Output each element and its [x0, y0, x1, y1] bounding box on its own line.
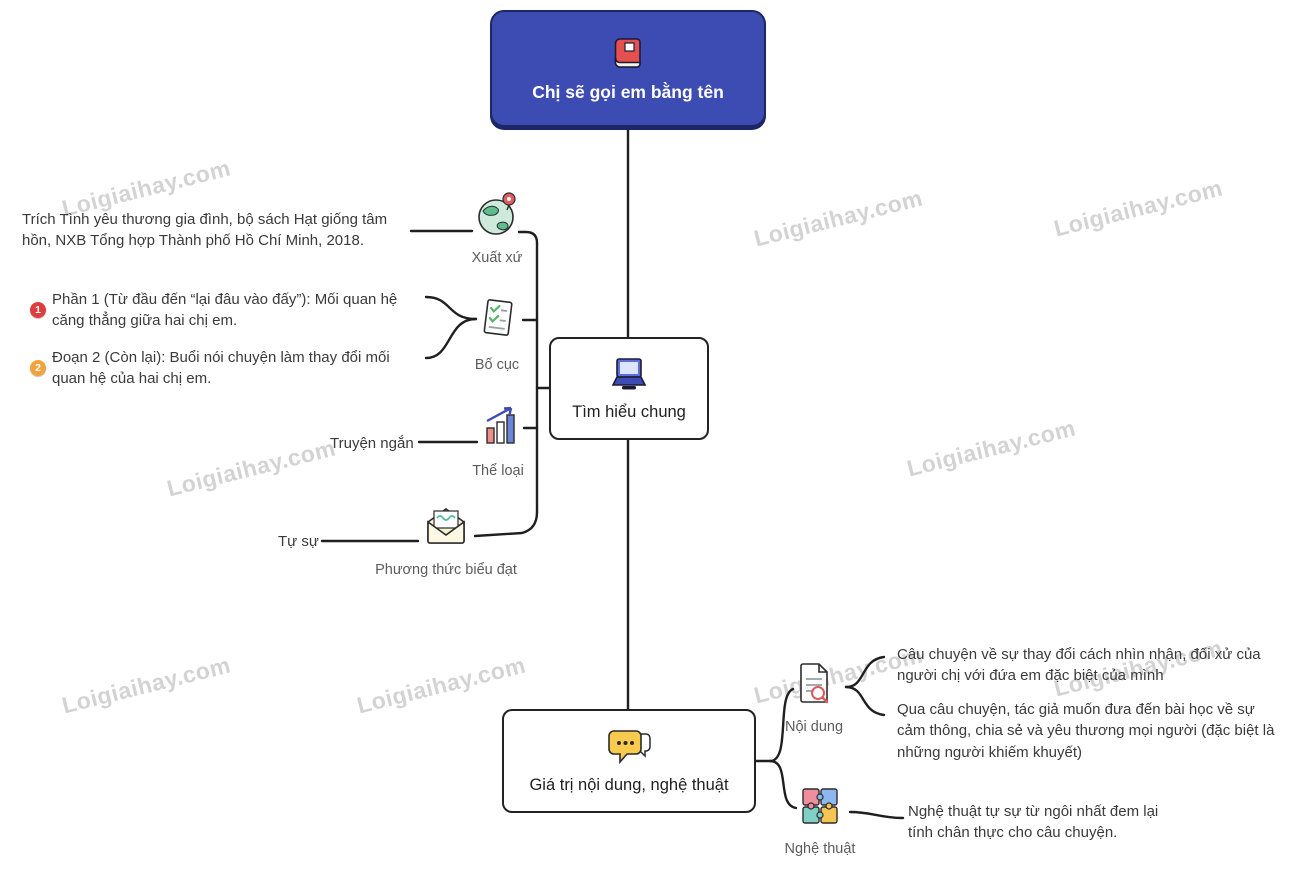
root-title: Chị sẽ gọi em bằng tên — [532, 81, 724, 102]
label-xuat-xu: Xuất xứ — [471, 250, 523, 266]
label-nghe-thuat: Nghệ thuật — [784, 841, 856, 857]
edge-bocuc-item1 — [424, 295, 478, 321]
edge-bocuc-item2 — [424, 317, 478, 360]
text-bo-cuc-2: Đoạn 2 (Còn lại): Buổi nói chuyện làm th… — [52, 349, 390, 388]
node-root: Chị sẽ gọi em bằng tên — [490, 10, 766, 127]
text-bo-cuc-1: Phần 1 (Từ đầu đến “lại đâu vào đấy”): M… — [52, 291, 398, 330]
document-search-icon — [791, 660, 837, 708]
edge-noidung-item2 — [844, 685, 886, 717]
label-phuong-thuc: Phương thức biểu đạt — [375, 562, 517, 578]
edge-nghethuat-to-text — [848, 810, 905, 820]
edge-to-noidung — [768, 687, 795, 763]
chat-bubble-icon — [605, 728, 653, 768]
edge-noidung-item1 — [844, 655, 886, 689]
badge-2: 2 — [30, 360, 46, 376]
text-nghe-thuat: Nghệ thuật tự sự từ ngôi nhất đem lại tí… — [908, 803, 1159, 842]
edge-to-nghethuat — [768, 759, 798, 810]
puzzle-icon — [797, 783, 843, 829]
overview-title: Tìm hiểu chung — [572, 403, 686, 421]
text-noi-dung-2: Qua câu chuyện, tác giả muốn đưa đến bài… — [897, 701, 1275, 761]
text-xuat-xu: Trích Tình yêu thương gia đình, bộ sách … — [22, 211, 388, 250]
checklist-icon — [477, 296, 519, 340]
label-bo-cuc: Bố cục — [474, 357, 520, 373]
node-gia-tri: Giá trị nội dung, nghệ thuật — [502, 709, 756, 813]
text-noi-dung-1: Câu chuyện về sự thay đổi cách nhìn nhận… — [897, 646, 1261, 685]
label-the-loai: Thể loại — [472, 463, 524, 479]
red-book-icon — [608, 35, 648, 75]
text-the-loai: Truyện ngắn — [330, 435, 414, 452]
globe-icon — [473, 188, 521, 238]
envelope-icon — [421, 502, 471, 548]
node-tim-hieu-chung: Tìm hiểu chung — [549, 337, 709, 440]
text-phuong-thuc: Tự sự — [278, 533, 319, 550]
edge-to-xuatxu — [517, 230, 539, 245]
values-title: Giá trị nội dung, nghệ thuật — [529, 775, 729, 794]
blue-book-icon — [608, 355, 650, 395]
bar-chart-icon — [478, 402, 522, 448]
label-noi-dung: Nội dung — [784, 719, 844, 735]
badge-1: 1 — [30, 302, 46, 318]
edge-to-phuongthuc — [473, 510, 539, 538]
